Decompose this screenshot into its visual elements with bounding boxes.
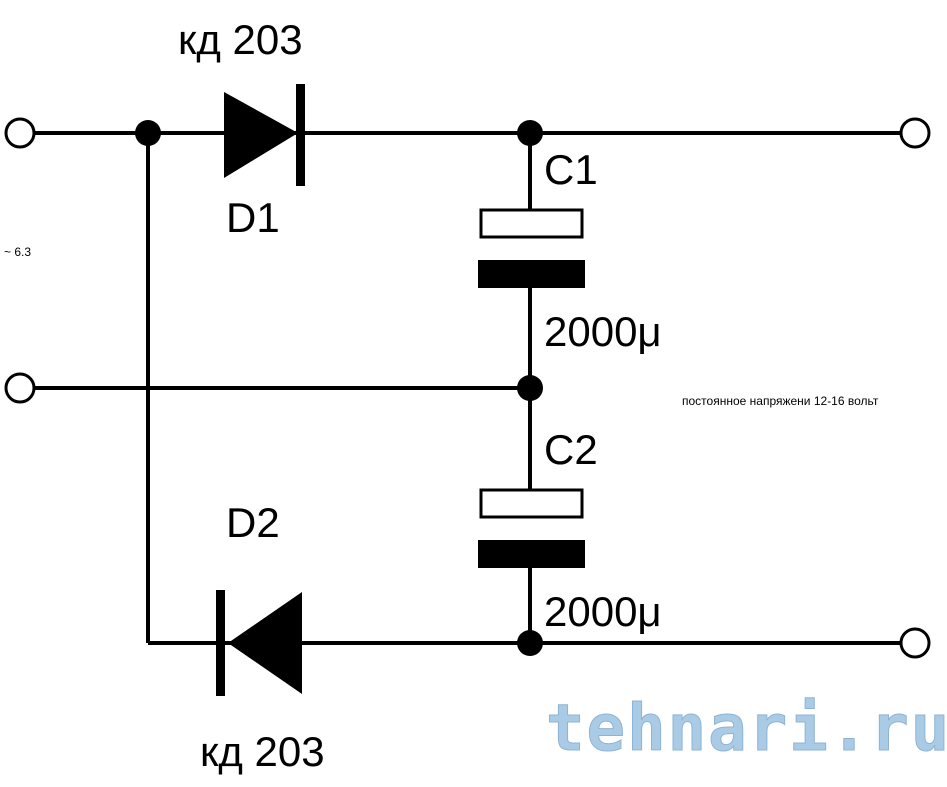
watermark-logo: tehnari.ru — [546, 692, 947, 766]
terminal-input-top — [4, 117, 36, 149]
d2-part-label: кд 203 — [200, 728, 325, 775]
terminal-output-bottom — [899, 627, 931, 659]
d1-ref-label: D1 — [226, 194, 280, 241]
capacitor-c1-negative-plate — [478, 260, 585, 288]
junction-dot — [517, 120, 543, 146]
c1-ref-label: C1 — [544, 146, 598, 193]
diode-d2 — [216, 590, 302, 696]
c1-value-label: 2000μ — [544, 308, 662, 355]
diode-d1 — [224, 84, 305, 186]
capacitor-c2-negative-plate — [478, 540, 585, 568]
output-voltage-label: постоянное напряжени 12-16 вольт — [682, 394, 879, 408]
junction-dot — [517, 375, 543, 401]
diode-d2-cathode-bar — [216, 590, 225, 696]
capacitor-c2 — [478, 488, 585, 568]
d1-part-label: кд 203 — [178, 16, 303, 63]
c2-value-label: 2000μ — [544, 588, 662, 635]
input-voltage-label: ~ 6.3 — [4, 245, 31, 259]
terminal-input-middle — [4, 372, 36, 404]
wires — [34, 131, 901, 645]
terminal-output-top — [899, 117, 931, 149]
diode-d2-anode-triangle — [228, 592, 302, 694]
capacitor-c2-positive-plate — [479, 488, 584, 519]
diode-d1-anode-triangle — [224, 92, 298, 178]
diode-d1-cathode-bar — [296, 84, 305, 186]
junction-dot — [517, 630, 543, 656]
capacitor-c1 — [478, 208, 585, 288]
junction-dot — [135, 120, 161, 146]
d2-ref-label: D2 — [226, 499, 280, 546]
capacitor-c1-positive-plate — [479, 208, 584, 239]
c2-ref-label: C2 — [544, 426, 598, 473]
